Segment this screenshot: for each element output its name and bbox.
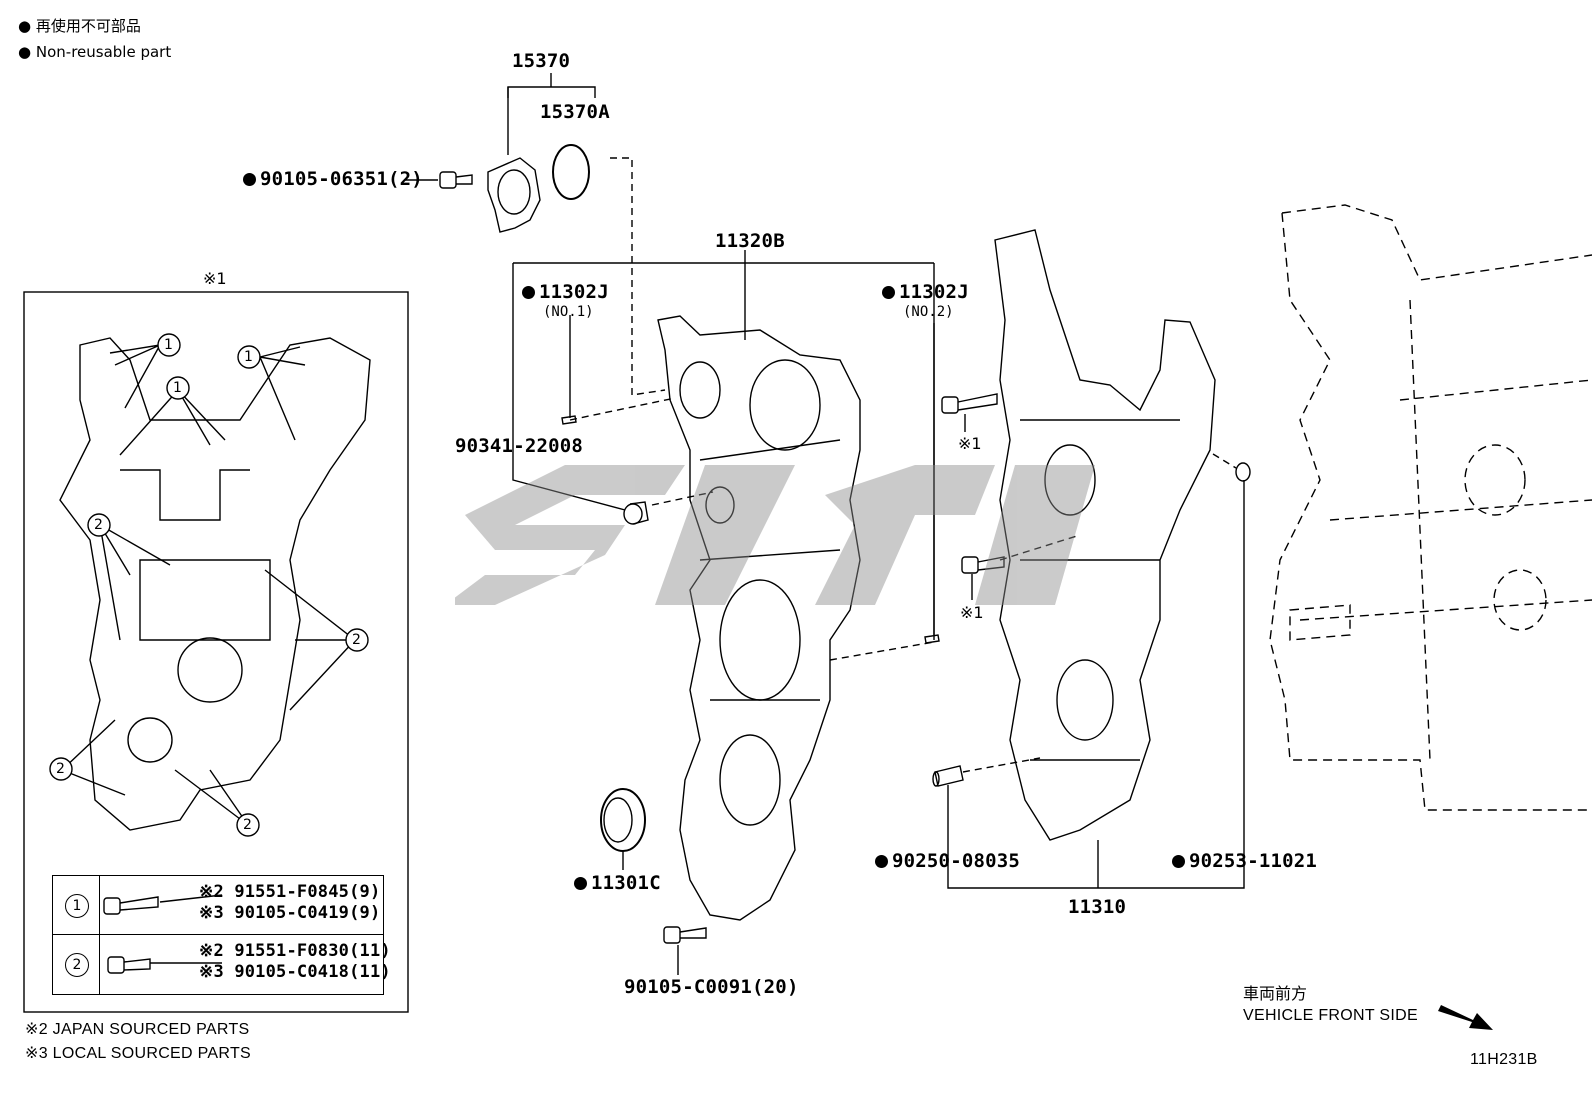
part-sublabel-no1: (NO.1): [543, 304, 594, 320]
part-label-11302j-no2: 11302J: [882, 283, 969, 302]
non-reusable-icon: [882, 286, 895, 299]
figure-code: 11H231B: [1470, 1051, 1538, 1068]
table-cell: ※2 91551-F0845(9): [199, 882, 381, 902]
note-japan-sourced: ※2 JAPAN SOURCED PARTS: [25, 1021, 250, 1038]
non-reusable-icon: [1172, 855, 1185, 868]
non-reusable-icon: [243, 173, 256, 186]
direction-label-en: VEHICLE FRONT SIDE: [1243, 1007, 1418, 1024]
part-label-11320b: 11320B: [715, 230, 785, 252]
callout-2: 2: [56, 761, 65, 777]
part-label-90105-06351: 90105-06351(2): [243, 170, 423, 189]
bolt-reference-mark-lower: ※1: [960, 603, 984, 622]
bullet-icon: ●: [18, 17, 32, 35]
inset-frame: [23, 291, 409, 1013]
part-label-15370: 15370: [512, 50, 571, 72]
callout-2: 2: [352, 632, 361, 648]
inset-cover-outline: [59, 337, 371, 831]
part-label-11301c: 11301C: [574, 874, 661, 893]
inset-reference-mark: ※1: [203, 269, 227, 288]
bolt-reference-mark-upper: ※1: [958, 434, 982, 453]
callout-2: 2: [94, 517, 103, 533]
part-label-90105-c0091: 90105-C0091(20): [624, 976, 799, 998]
non-reusable-icon: [574, 877, 587, 890]
callout-1: 1: [164, 337, 173, 353]
engine-block: [1269, 204, 1592, 811]
bolt-parts-table: 1 ※2 91551-F0845(9) ※3 90105-C0419(9) 2 …: [52, 875, 391, 995]
callout-1: 1: [244, 349, 253, 365]
callout-1: 1: [173, 380, 182, 396]
part-label-90341-22008: 90341-22008: [455, 435, 584, 457]
front-direction-arrow: [1438, 1005, 1493, 1030]
table-cell: ※2 91551-F0830(11): [199, 941, 391, 961]
part-label-11302j-no1: 11302J: [522, 283, 609, 302]
note-local-sourced: ※3 LOCAL SOURCED PARTS: [25, 1045, 251, 1062]
part-label-11310: 11310: [1068, 896, 1127, 918]
legend-item-jp: ● 再使用不可部品: [18, 17, 141, 35]
direction-label-jp: 車両前方: [1243, 984, 1308, 1003]
callout-1: 1: [65, 894, 89, 918]
non-reusable-icon: [522, 286, 535, 299]
table-cell: ※3 90105-C0418(11): [199, 962, 391, 982]
part-label-90253-11021: 90253-11021: [1172, 852, 1317, 871]
non-reusable-icon: [875, 855, 888, 868]
callout-2: 2: [65, 953, 89, 977]
callout-2: 2: [243, 817, 252, 833]
part-sublabel-no2: (NO.2): [903, 304, 954, 320]
table-cell: ※3 90105-C0419(9): [199, 903, 381, 923]
part-label-90250-08035: 90250-08035: [875, 852, 1020, 871]
timing-cover-rear: [994, 229, 1216, 841]
seal-housing: [487, 157, 541, 233]
bullet-icon: ●: [18, 43, 32, 61]
crank-seal: [600, 788, 646, 852]
timing-cover-front: [657, 315, 861, 921]
part-label-15370a: 15370A: [540, 101, 610, 123]
legend-item-en: ● Non-reusable part: [18, 43, 172, 61]
table-row: 1 ※2 91551-F0845(9) ※3 90105-C0419(9): [53, 876, 383, 935]
o-ring: [552, 144, 590, 200]
inset-callouts: [49, 333, 369, 837]
watermark-logo: [455, 465, 1095, 605]
table-row: 2 ※2 91551-F0830(11) ※3 90105-C0418(11): [53, 935, 391, 993]
